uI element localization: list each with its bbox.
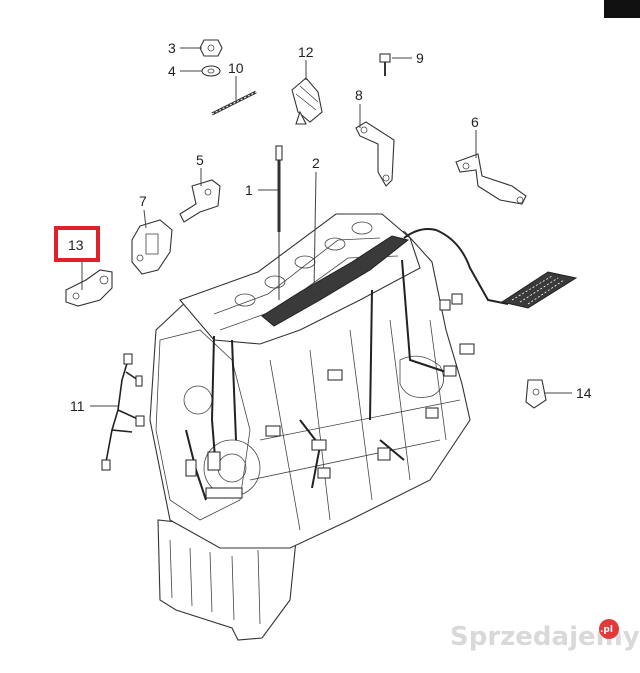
heat-shield-grid — [500, 271, 578, 309]
part-4-washer — [201, 65, 221, 77]
corner-tab — [604, 0, 640, 18]
callout-12: 12 — [298, 44, 314, 60]
callout-8: 8 — [355, 87, 363, 103]
wiring-harness — [185, 228, 509, 501]
callout-6: 6 — [471, 114, 479, 130]
part-7-bracket — [131, 219, 173, 275]
engine-block — [149, 213, 471, 641]
part-6-bracket — [455, 153, 527, 205]
harness-connectors — [185, 293, 475, 499]
watermark-dot — [599, 619, 619, 639]
callout-14: 14 — [576, 385, 592, 401]
watermark-suffix: .pl — [600, 625, 613, 635]
part-9-bolt — [379, 53, 391, 76]
part-5-bracket — [179, 179, 221, 223]
part-10-stud — [211, 90, 257, 116]
callout-10: 10 — [228, 60, 244, 76]
watermark: Sprzedajemy .pl — [450, 619, 640, 652]
callout-1: 1 — [245, 182, 253, 198]
part-3-nut — [199, 39, 223, 57]
part-13-bracket — [65, 269, 113, 307]
callout-5: 5 — [196, 152, 204, 168]
callout-3: 3 — [168, 40, 176, 56]
callout-labels: 3 4 10 12 9 8 6 5 2 1 7 13 11 14 — [68, 40, 592, 414]
highlight-box-13 — [54, 226, 100, 262]
part-8-bracket — [355, 121, 395, 187]
part-11-harness — [101, 353, 145, 471]
part-14-clip — [525, 379, 547, 409]
part-1-injector — [275, 145, 283, 300]
callout-7: 7 — [139, 193, 147, 209]
part-12-sensor — [291, 77, 323, 125]
callout-4: 4 — [168, 63, 176, 79]
callout-2: 2 — [312, 155, 320, 171]
callout-11: 11 — [70, 398, 85, 414]
callout-9: 9 — [416, 50, 424, 66]
callout-13: 13 — [68, 237, 84, 253]
leader-lines — [81, 47, 572, 407]
